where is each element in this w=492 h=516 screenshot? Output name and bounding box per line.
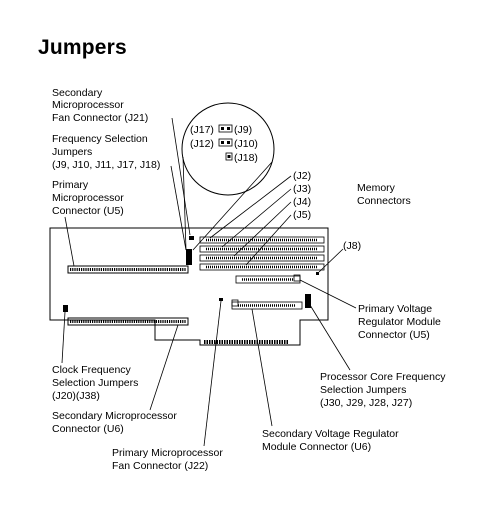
svg-text:Primary Voltage: Primary Voltage — [358, 303, 432, 315]
primary-vrm-label: Primary Voltage Regulator Module Connect… — [358, 303, 441, 341]
secondary-connector-label: Secondary Microprocessor Connector (U6) — [52, 410, 177, 435]
inset-j10-label: (J10) — [234, 138, 258, 150]
primary-fan-connector — [219, 298, 223, 301]
svg-text:Microprocessor: Microprocessor — [52, 99, 124, 111]
svg-text:Connectors: Connectors — [357, 195, 411, 207]
secondary-fan-connector — [189, 236, 194, 240]
clock-frequency-label: Clock Frequency Selection Jumpers (J20)(… — [52, 364, 138, 402]
svg-text:Primary: Primary — [52, 179, 89, 191]
j8-label: (J8) — [343, 240, 361, 252]
svg-text:Primary Microprocessor: Primary Microprocessor — [112, 447, 223, 459]
secondary-vrm-connector — [231, 299, 303, 310]
j3-label: (J3) — [293, 183, 311, 195]
memory-slots — [199, 236, 325, 271]
j8-component — [316, 272, 319, 275]
svg-text:Regulator Module: Regulator Module — [358, 316, 441, 328]
inset-j12-label: (J12) — [190, 138, 214, 150]
secondary-fan-label: Secondary Microprocessor Fan Connector (… — [52, 87, 148, 124]
j2-label: (J2) — [293, 170, 311, 182]
secondary-microprocessor-slot — [67, 317, 189, 326]
core-frequency-jumpers — [305, 294, 311, 308]
primary-microprocessor-slot — [67, 265, 189, 274]
svg-text:Microprocessor: Microprocessor — [52, 192, 124, 204]
svg-text:Frequency Selection: Frequency Selection — [52, 133, 148, 145]
svg-text:(J30, J29, J28, J27): (J30, J29, J28, J27) — [320, 397, 412, 409]
svg-text:(J20)(J38): (J20)(J38) — [52, 390, 100, 402]
svg-text:Clock Frequency: Clock Frequency — [52, 364, 132, 376]
svg-text:Selection Jumpers: Selection Jumpers — [52, 377, 138, 389]
primary-fan-label: Primary Microprocessor Fan Connector (J2… — [112, 447, 223, 472]
inset-jumpers — [218, 124, 233, 161]
secondary-vrm-label: Secondary Voltage Regulator Module Conne… — [262, 428, 399, 453]
frequency-selection-label: Frequency Selection Jumpers (J9, J10, J1… — [52, 133, 160, 171]
svg-text:Connector (U5): Connector (U5) — [358, 329, 430, 341]
svg-text:Secondary Voltage Regulator: Secondary Voltage Regulator — [262, 428, 399, 440]
svg-text:Connector (U5): Connector (U5) — [52, 205, 124, 217]
clock-frequency-jumpers — [63, 305, 68, 312]
inset-j18-label: (J18) — [234, 152, 258, 164]
svg-text:Processor Core Frequency: Processor Core Frequency — [320, 371, 446, 383]
inset-j9-label: (J9) — [234, 124, 252, 136]
svg-text:Module Connector (U6): Module Connector (U6) — [262, 441, 371, 453]
primary-vrm-connector — [235, 274, 301, 284]
svg-text:Secondary: Secondary — [52, 87, 103, 99]
board-outline — [49, 227, 329, 346]
page-title: Jumpers — [38, 36, 127, 59]
j4-label: (J4) — [293, 196, 311, 208]
j5-label: (J5) — [293, 209, 311, 221]
primary-connector-label: Primary Microprocessor Connector (U5) — [52, 179, 124, 217]
svg-text:(J9, J10, J11, J17, J18): (J9, J10, J11, J17, J18) — [52, 159, 160, 171]
svg-text:Jumpers: Jumpers — [52, 146, 92, 158]
svg-text:Fan Connector (J22): Fan Connector (J22) — [112, 460, 208, 472]
inset-j17-label: (J17) — [190, 124, 214, 136]
svg-text:Connector (U6): Connector (U6) — [52, 423, 124, 435]
svg-text:Secondary Microprocessor: Secondary Microprocessor — [52, 410, 177, 422]
core-frequency-label: Processor Core Frequency Selection Jumpe… — [320, 371, 446, 409]
svg-text:Selection Jumpers: Selection Jumpers — [320, 384, 406, 396]
memory-connectors-label: Memory Connectors — [357, 182, 411, 207]
jumper-inset-circle — [181, 102, 275, 196]
svg-text:Fan Connector (J21): Fan Connector (J21) — [52, 112, 148, 124]
frequency-jumper-block — [186, 249, 192, 265]
svg-text:Memory: Memory — [357, 182, 396, 194]
